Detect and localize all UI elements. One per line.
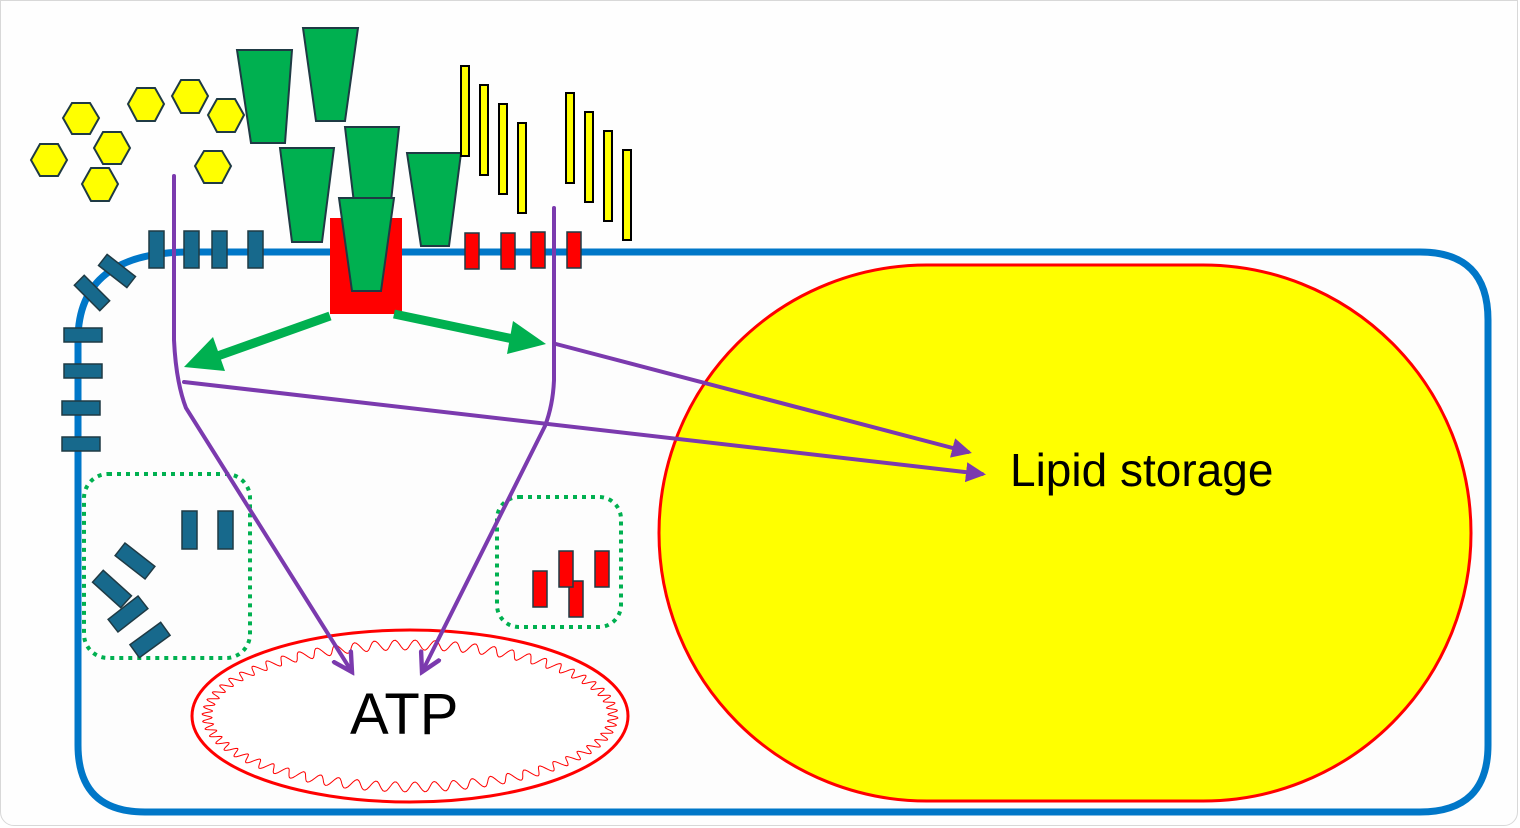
fatty-acid-to-lipid-arrow [554,342,972,458]
lipid-storage-label: Lipid storage [1010,444,1273,496]
fatty-acid [460,65,470,157]
atp-label: ATP [350,682,459,747]
fatty-acids [460,65,632,241]
signal-arrowhead-right [507,321,546,354]
glut-transporter [73,274,111,312]
glut-transporter [97,253,137,289]
fatty-acid [603,130,613,222]
membrane-fa-transporters [464,231,582,270]
glut-transporter [247,230,264,269]
glucose-molecule [193,150,233,184]
glucose-molecule [61,102,101,135]
lipid-droplet [657,263,1473,803]
glut-transporter [211,230,228,269]
fatty-acid [479,84,489,176]
fatty-acid [622,149,632,241]
glucose-molecule [126,87,166,122]
glucose-molecule [206,98,246,133]
fa-transporter-vesicle [495,495,623,629]
glucose-to-lipid-arrow [182,380,986,483]
glut-transporter [128,621,172,659]
fatty-acid-uptake-path [422,206,556,672]
fatty-acid [517,122,527,214]
vesicle-fa-transporters [532,550,610,618]
fatty-acid [584,111,594,203]
bound-ligand [337,197,396,292]
glucose-molecule [170,79,210,114]
fatty-acid [498,103,508,195]
signal-arrow-right [393,309,519,345]
mitochondrion-cristae [201,639,619,793]
glut-transporter [148,230,165,269]
ligand [301,27,360,122]
fa-transporter [594,550,610,588]
glut-transporter [63,327,103,343]
ligand [235,49,294,144]
glut-transporter [181,510,198,550]
fa-transporter [566,231,582,269]
signaling-arrows [184,309,546,371]
fa-transporter [530,231,546,269]
glut-transporter [91,569,133,609]
signal-arrowhead-left [184,337,225,371]
glucose-molecule [92,131,132,165]
signal-arrow-left [210,311,332,363]
glucose-molecules [29,79,246,202]
glucose-uptake-path [172,174,352,672]
membrane-glut-transporters [61,230,264,452]
glut-transporter [217,510,234,550]
fa-transporter [532,570,548,608]
fa-transporter [464,232,480,270]
glut-transporter [61,436,101,452]
glut-transporter [61,400,101,416]
flux-arrows [172,174,986,672]
receptor [330,197,402,314]
fa-transporter [500,232,516,270]
ligand [405,152,463,247]
fa-transporter [558,550,574,588]
glucose-molecule [80,167,120,202]
ligands [235,27,463,247]
ligand [278,147,336,243]
fa-transporter [568,580,584,618]
glut-transporter [183,230,200,269]
fatty-acid [565,92,575,184]
glut-vesicle [82,472,252,660]
glut-transporter [63,363,103,379]
mitochondrion [190,628,630,804]
vesicle-glut-transporters [91,510,234,659]
glut-transporter [107,594,149,634]
glut-transporter [114,541,156,581]
glucose-molecule [29,143,69,177]
